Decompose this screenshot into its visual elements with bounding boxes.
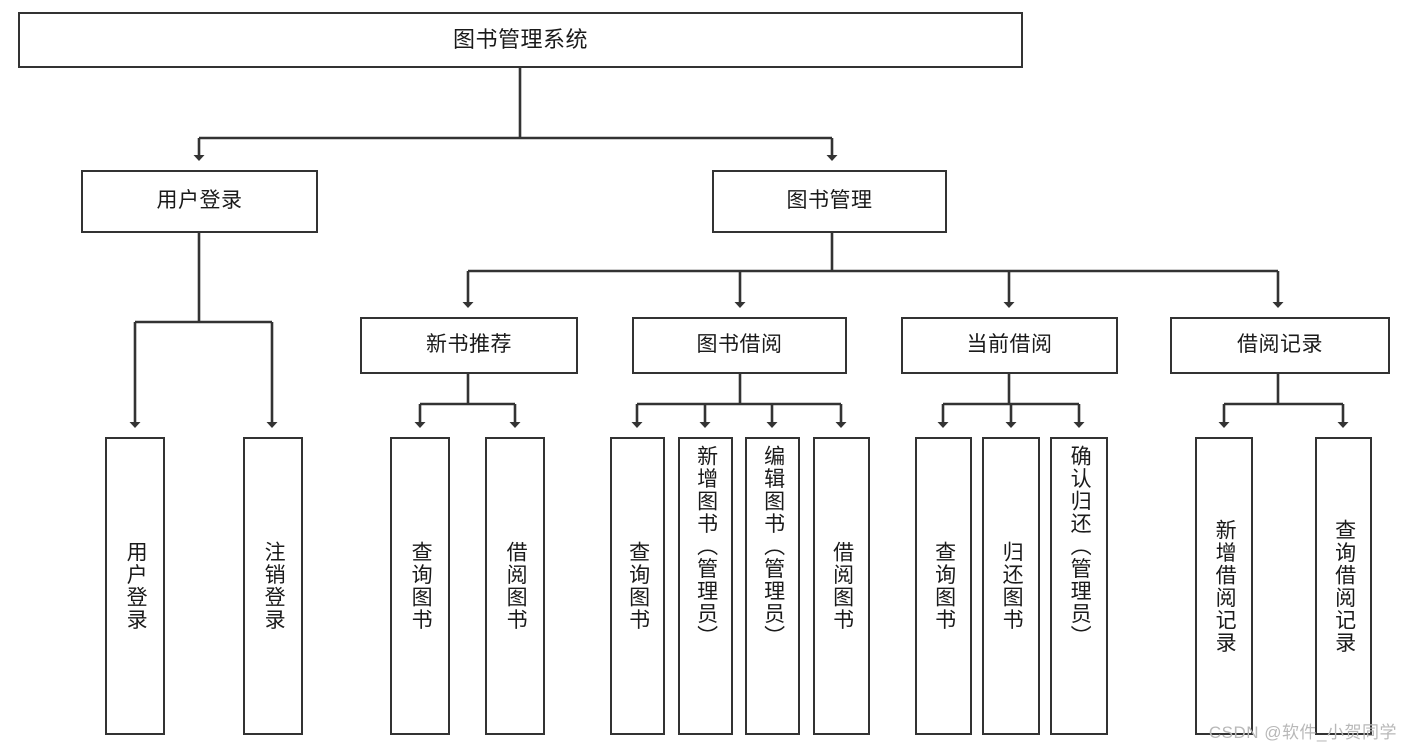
node-leaf-borrow-book-recommend[interactable]: 借阅图书 bbox=[485, 437, 545, 735]
node-user-login[interactable]: 用户登录 bbox=[81, 170, 318, 233]
node-current-borrow[interactable]: 当前借阅 bbox=[901, 317, 1118, 374]
node-label: 查询图书 bbox=[409, 541, 433, 631]
node-leaf-query-book-borrow[interactable]: 查询图书 bbox=[610, 437, 665, 735]
watermark-text: CSDN @软件_小贺同学 bbox=[1208, 723, 1397, 742]
node-leaf-query-book-recommend[interactable]: 查询图书 bbox=[390, 437, 450, 735]
node-root-system[interactable]: 图书管理系统 bbox=[18, 12, 1023, 68]
node-leaf-add-book-admin[interactable]: 新增图书（管理员） bbox=[678, 437, 733, 735]
node-leaf-add-borrow-record[interactable]: 新增借阅记录 bbox=[1195, 437, 1253, 735]
node-label: 新增借阅记录 bbox=[1213, 518, 1237, 654]
node-leaf-confirm-return-admin[interactable]: 确认归还（管理员） bbox=[1050, 437, 1108, 735]
node-label: 查询借阅记录 bbox=[1332, 518, 1356, 654]
node-label: 归还图书 bbox=[1000, 541, 1024, 631]
node-label: 图书管理系统 bbox=[452, 27, 588, 53]
node-book-manage[interactable]: 图书管理 bbox=[712, 170, 947, 233]
node-label: 查询图书 bbox=[932, 541, 956, 631]
node-leaf-logout[interactable]: 注销登录 bbox=[243, 437, 303, 735]
node-label: 借阅记录 bbox=[1237, 333, 1323, 357]
node-label: 当前借阅 bbox=[966, 333, 1053, 357]
node-label: 新增图书（管理员） bbox=[694, 445, 718, 648]
node-label: 用户登录 bbox=[156, 189, 243, 213]
node-borrow-record[interactable]: 借阅记录 bbox=[1170, 317, 1390, 374]
node-label: 注销登录 bbox=[262, 541, 286, 631]
node-new-book-recommend[interactable]: 新书推荐 bbox=[360, 317, 578, 374]
node-label: 图书管理 bbox=[786, 189, 873, 213]
node-label: 确认归还（管理员） bbox=[1068, 445, 1092, 648]
node-label: 用户登录 bbox=[124, 541, 148, 631]
node-label: 图书借阅 bbox=[696, 333, 783, 357]
node-leaf-return-book[interactable]: 归还图书 bbox=[982, 437, 1040, 735]
node-leaf-query-book-current[interactable]: 查询图书 bbox=[915, 437, 972, 735]
node-label: 新书推荐 bbox=[426, 333, 512, 357]
node-leaf-edit-book-admin[interactable]: 编辑图书（管理员） bbox=[745, 437, 800, 735]
node-leaf-borrow-book[interactable]: 借阅图书 bbox=[813, 437, 870, 735]
node-book-borrow[interactable]: 图书借阅 bbox=[632, 317, 847, 374]
node-label: 编辑图书（管理员） bbox=[761, 445, 785, 648]
node-label: 借阅图书 bbox=[830, 541, 854, 631]
node-leaf-query-borrow-record[interactable]: 查询借阅记录 bbox=[1315, 437, 1372, 735]
node-label: 查询图书 bbox=[626, 541, 650, 631]
node-leaf-user-login[interactable]: 用户登录 bbox=[105, 437, 165, 735]
node-label: 借阅图书 bbox=[504, 541, 528, 631]
